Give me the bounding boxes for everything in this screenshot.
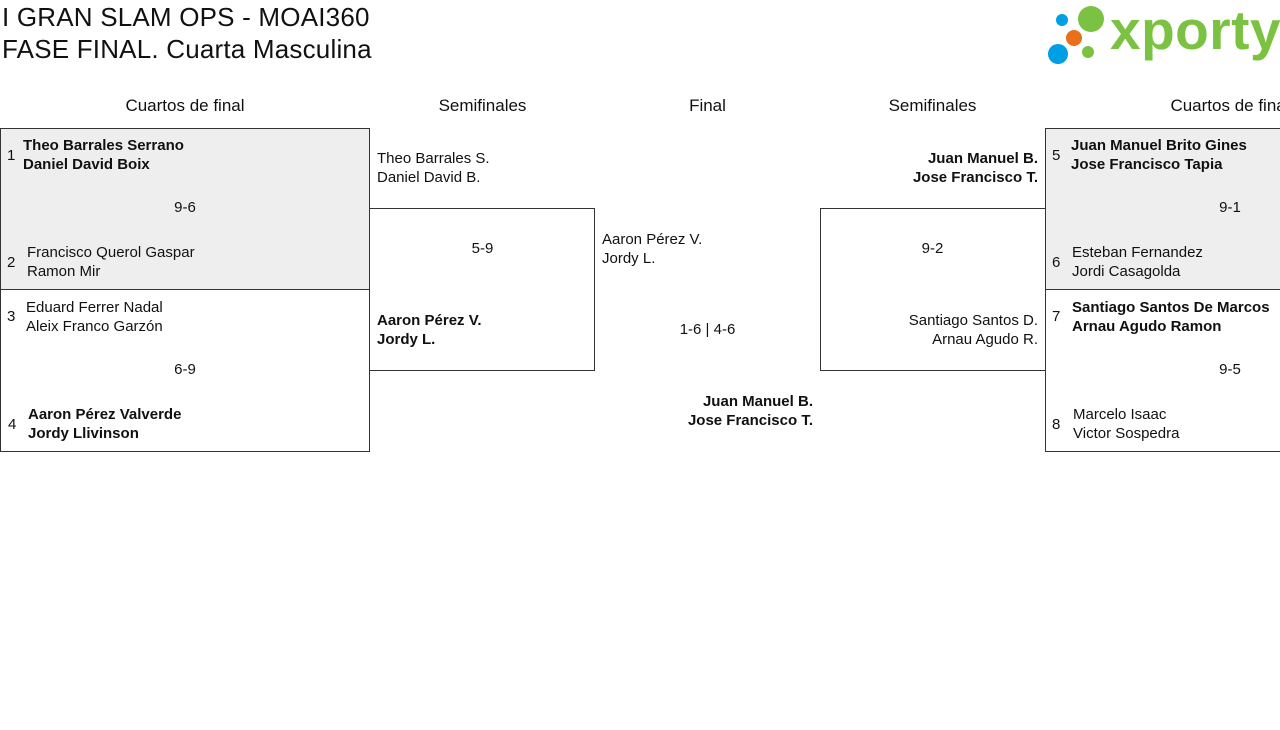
round-title-right-quarters: Cuartos de final [1170,96,1280,115]
round-title-left-quarters: Cuartos de final [125,96,245,115]
seed-number: 1 [7,147,16,164]
team-name: Theo Barrales Serrano [23,137,184,154]
team-name: Aaron Pérez V. [377,312,482,329]
team-name: Victor Sospedra [1073,425,1180,442]
team-name: Daniel David Boix [23,156,150,173]
seed-number: 7 [1052,308,1061,325]
semifinal-connector-left [369,208,595,371]
page-subtitle: FASE FINAL. Cuarta Masculina [2,34,372,64]
match-score: 1-6 | 4-6 [679,321,736,338]
logo-text: xporty [1110,0,1280,61]
page-title: I GRAN SLAM OPS - MOAI360 [2,2,370,32]
team-name: Juan Manuel B. [702,393,813,410]
quarterfinal-match-1 [0,128,370,290]
team-name: Jordy L. [602,250,656,267]
match-score: 9-5 [1219,361,1241,378]
semifinal-connector-right [820,208,1046,371]
match-score: 9-2 [921,240,944,257]
team-name: Arnau Agudo Ramon [1072,318,1222,335]
team-name: Jordy L. [377,331,436,348]
team-name: Eduard Ferrer Nadal [26,299,163,316]
seed-number: 3 [7,308,16,325]
team-name: Santiago Santos D. [908,312,1038,329]
round-title-left-semis: Semifinales [438,96,527,115]
team-name: Santiago Santos De Marcos [1072,299,1270,316]
logo-dot-blue [1056,14,1068,26]
logo-dot-blue-large [1048,44,1068,64]
match-score: 9-6 [174,199,196,216]
team-name: Marcelo Isaac [1073,406,1167,423]
team-name: Daniel David B. [377,169,481,186]
round-title-final: Final [689,96,726,115]
team-name: Esteban Fernandez [1072,244,1203,261]
team-name: Jordy Llivinson [28,425,139,442]
quarterfinal-match-4 [1045,289,1280,452]
team-name: Jose Francisco T. [912,169,1038,186]
team-name: Ramon Mir [27,263,101,280]
logo-dot-orange [1066,30,1082,46]
team-name: Juan Manuel Brito Gines [1071,137,1247,154]
team-name: Jose Francisco Tapia [1071,156,1223,173]
team-name: Aleix Franco Garzón [26,318,163,335]
team-name: Francisco Querol Gaspar [27,244,195,261]
match-score: 5-9 [471,240,494,257]
team-name: Aaron Pérez V. [602,231,703,248]
team-name: Juan Manuel B. [927,150,1038,167]
team-name: Arnau Agudo R. [932,331,1038,348]
xporty-logo: xporty [1048,0,1280,68]
team-name: Aaron Pérez Valverde [28,406,182,423]
seed-number: 6 [1052,254,1061,271]
seed-number: 4 [8,416,17,433]
match-score: 9-1 [1219,199,1241,216]
seed-number: 5 [1052,147,1061,164]
team-name: Jose Francisco T. [687,412,813,429]
seed-number: 2 [7,254,16,271]
logo-dot-green-small [1082,46,1094,58]
logo-dot-green [1078,6,1104,32]
match-score: 6-9 [174,361,196,378]
seed-number: 8 [1052,416,1061,433]
team-name: Jordi Casagolda [1072,263,1181,280]
round-title-right-semis: Semifinales [888,96,977,115]
team-name: Theo Barrales S. [377,150,490,167]
